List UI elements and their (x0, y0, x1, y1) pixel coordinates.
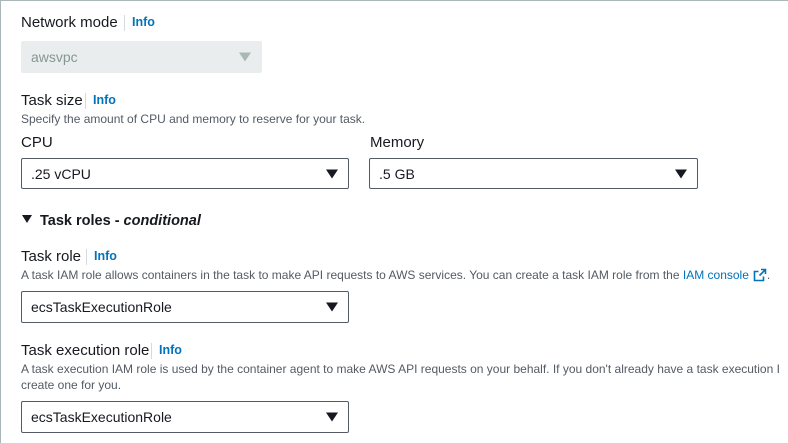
caret-down-icon (326, 412, 338, 422)
task-role-description: A task IAM role allows containers in the… (21, 268, 771, 282)
task-roles-toggle[interactable]: Task roles - conditional (22, 213, 201, 229)
caret-down-icon (239, 52, 251, 62)
network-mode-info-link[interactable]: Info (132, 15, 155, 29)
info-separator (85, 93, 86, 109)
task-size-description: Specify the amount of CPU and memory to … (21, 112, 366, 126)
info-separator (151, 343, 152, 359)
task-role-select[interactable]: ecsTaskExecutionRole (21, 291, 349, 323)
network-mode-value: awsvpc (31, 49, 78, 65)
cpu-select[interactable]: .25 vCPU (21, 158, 349, 189)
caret-down-icon (675, 169, 687, 178)
info-separator (124, 15, 125, 31)
execution-role-description-line2: create one for you. (21, 378, 122, 392)
memory-select[interactable]: .5 GB (369, 158, 698, 189)
task-size-info-link[interactable]: Info (93, 93, 116, 107)
external-link-icon[interactable] (753, 268, 767, 282)
memory-value: .5 GB (379, 165, 415, 182)
info-separator (86, 249, 87, 265)
network-mode-label: Network mode (21, 14, 118, 31)
caret-down-icon (326, 169, 338, 178)
execution-role-description-line1: A task execution IAM role is used by the… (21, 362, 780, 376)
task-role-label: Task role (21, 248, 82, 265)
execution-role-value: ecsTaskExecutionRole (31, 409, 172, 425)
execution-role-label: Task execution role (21, 342, 150, 359)
network-mode-select: awsvpc (21, 41, 262, 73)
task-roles-title: Task roles - (40, 213, 124, 229)
task-role-description-text: A task IAM role allows containers in the… (21, 268, 683, 282)
execution-role-info-link[interactable]: Info (159, 343, 182, 357)
cpu-label: CPU (21, 134, 53, 151)
caret-down-icon (326, 302, 338, 312)
task-roles-conditional: conditional (123, 213, 201, 229)
task-role-value: ecsTaskExecutionRole (31, 299, 172, 315)
expanded-triangle-icon (22, 215, 32, 223)
task-role-info-link[interactable]: Info (94, 249, 117, 263)
cpu-value: .25 vCPU (31, 165, 91, 182)
execution-role-select[interactable]: ecsTaskExecutionRole (21, 401, 349, 433)
iam-console-link[interactable]: IAM console (682, 268, 749, 282)
task-size-label: Task size (21, 92, 83, 109)
memory-label: Memory (370, 134, 425, 151)
